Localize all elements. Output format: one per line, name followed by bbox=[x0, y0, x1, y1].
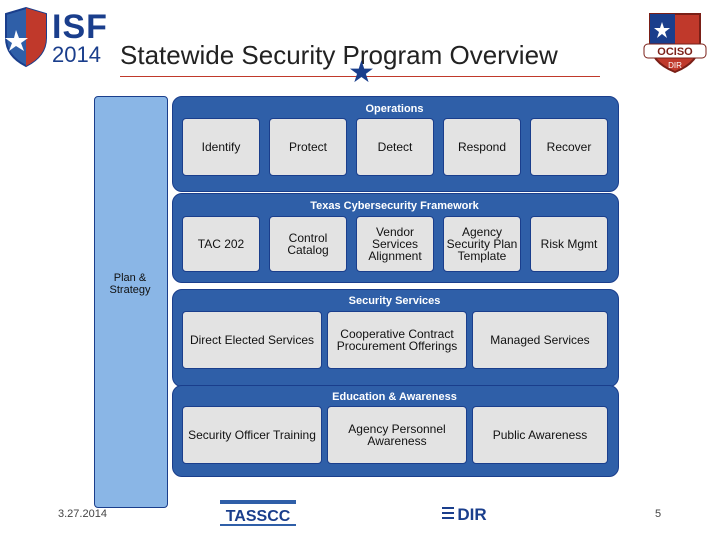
framework-agency-plan: Agency Security Plan Template bbox=[443, 216, 521, 272]
isf-logo bbox=[5, 6, 47, 68]
title-underline bbox=[120, 76, 600, 77]
framework-tac-202: TAC 202 bbox=[182, 216, 260, 272]
tasscc-logo: TASSCC bbox=[220, 500, 296, 526]
plan-strategy-label: Plan & Strategy bbox=[94, 272, 166, 296]
shield-icon bbox=[5, 6, 47, 68]
plan-label-line2: Strategy bbox=[109, 284, 151, 296]
framework-title: Texas Cybersecurity Framework bbox=[310, 200, 479, 212]
framework-control-catalog: Control Catalog bbox=[269, 216, 347, 272]
isf-logo-text: ISF bbox=[52, 8, 108, 46]
plan-strategy-panel bbox=[94, 96, 168, 508]
page-number: 5 bbox=[655, 508, 662, 520]
service-managed: Managed Services bbox=[472, 311, 608, 369]
tasscc-logo-text: TASSCC bbox=[226, 508, 291, 525]
ociso-logo-text: OCISO bbox=[657, 46, 693, 58]
service-cooperative-contract: Cooperative Contract Procurement Offerin… bbox=[327, 311, 467, 369]
ociso-logo-sub: DIR bbox=[668, 61, 682, 70]
isf-logo-year: 2014 bbox=[52, 42, 101, 67]
ops-protect: Protect bbox=[269, 118, 347, 176]
operations-title: Operations bbox=[365, 103, 424, 115]
framework-vendor-services: Vendor Services Alignment bbox=[356, 216, 434, 272]
plan-label-line1: Plan & bbox=[113, 272, 147, 284]
star-icon: ★ bbox=[348, 56, 375, 89]
edu-public-awareness: Public Awareness bbox=[472, 406, 608, 464]
service-direct-elected: Direct Elected Services bbox=[182, 311, 322, 369]
ops-detect: Detect bbox=[356, 118, 434, 176]
ops-recover: Recover bbox=[530, 118, 608, 176]
ops-respond: Respond bbox=[443, 118, 521, 176]
security-services-title: Security Services bbox=[348, 295, 441, 307]
edu-security-officer-training: Security Officer Training bbox=[182, 406, 322, 464]
page-title: Statewide Security Program Overview bbox=[120, 40, 558, 70]
footer-date: 3.27.2014 bbox=[58, 508, 107, 520]
education-title: Education & Awareness bbox=[332, 391, 457, 403]
framework-risk-mgmt: Risk Mgmt bbox=[530, 216, 608, 272]
dir-logo: DIR bbox=[442, 505, 487, 524]
ops-identify: Identify bbox=[182, 118, 260, 176]
edu-agency-personnel-awareness: Agency Personnel Awareness bbox=[327, 406, 467, 464]
dir-logo-text: DIR bbox=[457, 505, 486, 524]
ociso-logo: OCISO DIR bbox=[643, 13, 707, 74]
